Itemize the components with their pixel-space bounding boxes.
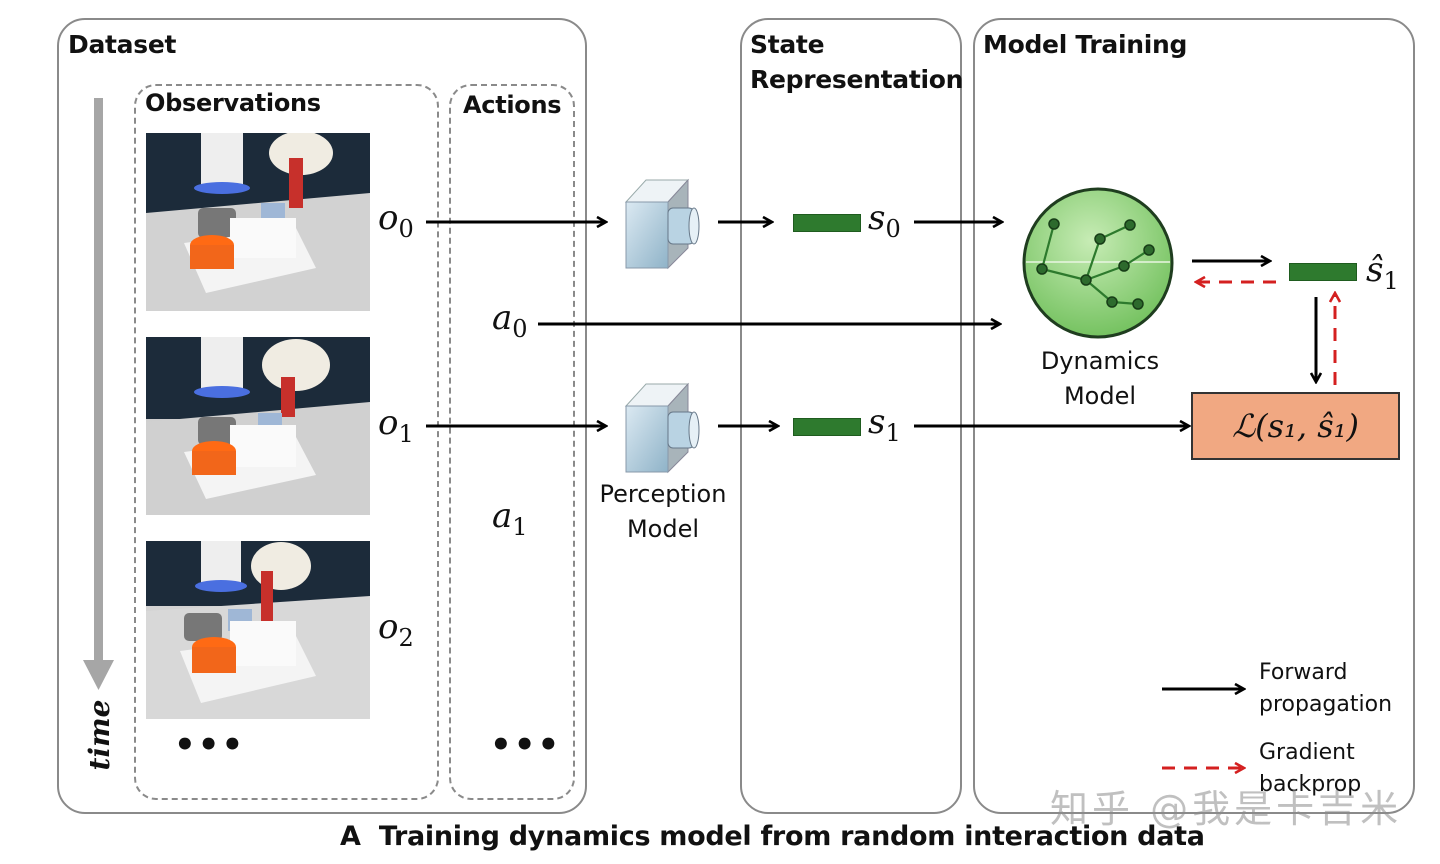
perception-model-label-line1: Perception bbox=[599, 480, 727, 508]
observation-symbol-2: o2 bbox=[378, 607, 414, 652]
model-training-panel bbox=[973, 18, 1415, 814]
observation-image-1 bbox=[146, 337, 370, 515]
observation-symbol-1: o1 bbox=[378, 403, 414, 448]
camera-icon bbox=[624, 382, 700, 474]
action-symbol-1: a1 bbox=[492, 496, 528, 541]
dynamics-model-label-line2: Model bbox=[1063, 382, 1137, 410]
perception-model-label-line2: Model bbox=[626, 515, 700, 543]
robot-scene-icon bbox=[146, 337, 370, 515]
predicted-state-symbol: ŝ1 bbox=[1366, 250, 1399, 295]
camera-icon bbox=[624, 178, 700, 270]
observation-image-2 bbox=[146, 541, 370, 719]
legend-forward-line1: Forward bbox=[1259, 660, 1348, 685]
actions-title: Actions bbox=[463, 91, 562, 119]
actions-panel bbox=[449, 84, 575, 800]
observations-panel bbox=[134, 84, 439, 800]
model-training-title: Model Training bbox=[983, 30, 1188, 59]
state-representation-title-line1: State bbox=[750, 30, 825, 59]
legend-forward-line2: propagation bbox=[1259, 692, 1393, 717]
state-vector-0 bbox=[793, 214, 861, 232]
caption-text: Training dynamics model from random inte… bbox=[378, 821, 1205, 852]
state-symbol-1: s1 bbox=[868, 402, 901, 447]
observation-image-0 bbox=[146, 133, 370, 311]
robot-scene-icon bbox=[146, 133, 370, 311]
state-vector-1 bbox=[793, 418, 861, 436]
loss-box: ℒ(s₁, ŝ₁) bbox=[1191, 392, 1400, 460]
legend-gradient-line2: backprop bbox=[1259, 772, 1362, 797]
neural-network-globe-icon bbox=[1022, 187, 1174, 339]
figure-caption: A Training dynamics model from random in… bbox=[340, 821, 1205, 852]
state-representation-panel bbox=[740, 18, 962, 814]
dynamics-model-label-line1: Dynamics bbox=[1040, 347, 1160, 375]
legend-gradient-line1: Gradient bbox=[1259, 740, 1355, 765]
observation-symbol-0: o0 bbox=[378, 198, 414, 243]
dataset-panel bbox=[57, 18, 587, 814]
state-representation-title-line2: Representation bbox=[750, 65, 964, 94]
predicted-state-vector bbox=[1289, 263, 1357, 281]
loss-formula: ℒ(s₁, ŝ₁) bbox=[1232, 407, 1359, 445]
caption-label: A bbox=[340, 821, 361, 852]
watermark: 知乎 @我是卡吉米 bbox=[1050, 787, 1403, 831]
state-symbol-0: s0 bbox=[868, 198, 901, 243]
dataset-title: Dataset bbox=[68, 30, 177, 59]
robot-scene-icon bbox=[146, 541, 370, 719]
observations-title: Observations bbox=[145, 89, 321, 117]
action-symbol-0: a0 bbox=[492, 298, 528, 343]
